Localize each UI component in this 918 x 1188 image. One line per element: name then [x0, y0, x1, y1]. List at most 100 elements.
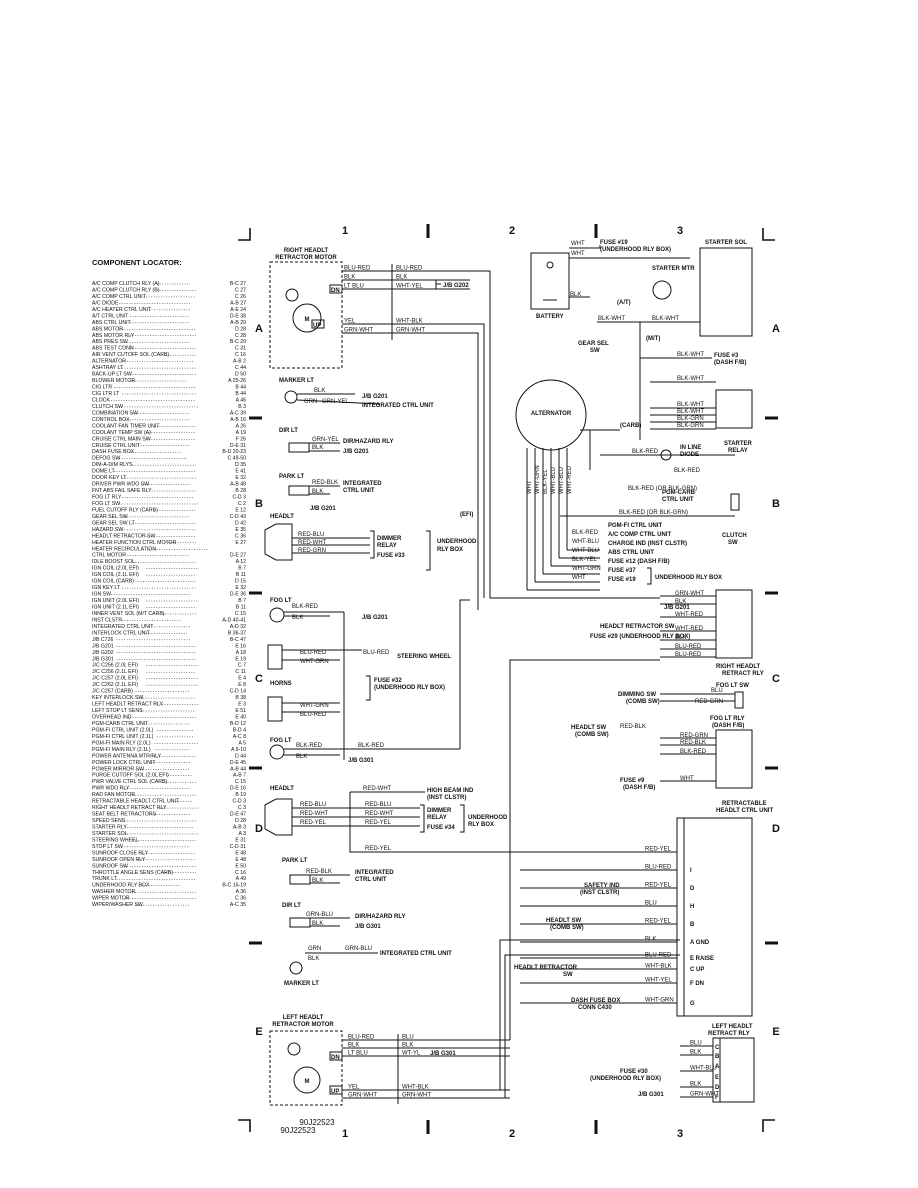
locator-entry-grid: B 3	[238, 404, 246, 410]
row-label-left: E	[255, 1026, 262, 1038]
row-tick	[765, 416, 778, 420]
pin-label-dn: DN	[331, 288, 340, 294]
locator-entry-name: CTRL MOTOR	[92, 553, 126, 559]
locator-entry-name: ABS CTRL UNIT	[92, 320, 132, 326]
locator-entry-name: RIGHT HEADLT RETRACT RLY	[92, 805, 167, 811]
wire-label: RED-WHT	[300, 811, 329, 817]
dir-lamp-lower	[289, 917, 311, 928]
diode-label: IN LINE	[680, 445, 701, 451]
locator-entry-name: ABS MOTOR	[92, 326, 123, 332]
wire-label: BLK	[314, 388, 325, 394]
battery	[530, 252, 570, 310]
wire	[460, 804, 465, 833]
locator-entry-grid: C-D 3	[232, 799, 246, 805]
wire-label: BLK	[690, 1082, 701, 1088]
locator-entry-grid: C 31	[235, 346, 246, 352]
row-tick	[765, 941, 778, 945]
pin-dn	[329, 284, 343, 294]
wire-label: WHT	[571, 251, 585, 257]
locator-entry-name: A/C HEATER CTRL UNIT	[92, 307, 152, 313]
locator-entry-grid: D-E 36	[230, 592, 246, 598]
horn-upper	[267, 644, 283, 670]
locator-entry-name: SUNROOF SW	[92, 863, 128, 869]
wire-label: GRN-BLU	[306, 912, 333, 918]
wire	[499, 939, 680, 1090]
wire-label: BLU-RED	[300, 712, 327, 718]
right-motor-cam	[285, 288, 299, 302]
wire	[569, 245, 601, 249]
wire	[459, 599, 470, 749]
wire	[296, 399, 381, 405]
fuse-label: FUSE #32	[374, 678, 402, 684]
locator-entry-name: J/B G301	[92, 656, 114, 662]
left-motor-cam	[287, 1042, 301, 1056]
integrated-label: CTRL UNIT	[343, 488, 375, 494]
locator-entry-name: SEAT BELT RETRACTORS	[92, 812, 157, 818]
wire-label: BLK	[396, 275, 407, 281]
starter-relay-box	[699, 247, 753, 337]
jb-label: J/B G201	[310, 506, 336, 512]
jb-label: J/B G201	[343, 449, 369, 455]
dimming-sw-label: DIMMING SW	[618, 692, 656, 698]
locator-entry-grid: A 36	[236, 889, 246, 895]
wire-label: BLK	[344, 275, 355, 281]
dimmer-relay-label: DIMMER	[377, 536, 402, 542]
wire-label: WHT-GRN	[300, 659, 329, 665]
ctrl-unit-label: HEADLT CTRL UNIT	[716, 808, 773, 814]
fuse30-label: FUSE #30	[620, 1069, 648, 1075]
wire	[762, 228, 775, 241]
locator-entry-name: ABS PRES SW	[92, 339, 128, 345]
jb-label: J/B G201	[362, 394, 388, 400]
locator-entry-grid: C 49-50	[228, 456, 247, 462]
locator-entry-grid: C 36	[235, 533, 246, 539]
locator-entry-grid: D 35	[235, 462, 246, 468]
locator-entry-name: PWR WDO RLY	[92, 786, 130, 792]
locator-entry-grid: B-C 27	[230, 281, 246, 287]
wire-label: BLK-WHT	[677, 376, 704, 382]
wire-label: WHT-YEL	[645, 978, 672, 984]
locator-entry-grid: C 15	[235, 611, 246, 617]
alternator-wire-label: WHT-RED	[567, 465, 573, 494]
underhood-label: RLY BOX	[437, 547, 463, 553]
right-relay-label: RIGHT HEADLT	[716, 664, 761, 670]
locator-entry-name: DOOR KEY LT	[92, 475, 127, 481]
locator-entry-grid: A-D 40-41	[222, 617, 246, 623]
locator-entry-grid: A-E 24	[230, 307, 246, 313]
wire-label: WHT-YEL	[396, 284, 423, 290]
starter-mtr-label: STARTER MTR	[652, 266, 695, 272]
wire-label: GRN-YEL	[312, 437, 339, 443]
circuit-drawing	[264, 245, 755, 1106]
dir-hazard-label: DIR/HAZARD RLY	[355, 914, 405, 920]
wire-label: RED-BLK	[306, 869, 332, 875]
wire-label: BLU-RED	[344, 266, 371, 272]
left-pin-label: C	[715, 1045, 720, 1051]
wire-label: GRN-WHT	[402, 1093, 431, 1099]
wire-label: BLU-RED	[348, 1035, 375, 1041]
alternator-wire-label: WHT-BLU	[551, 467, 557, 494]
wire	[504, 954, 680, 1098]
locator-entry-grid: A-D 32	[230, 624, 246, 630]
wire-label: RED-YEL	[645, 919, 672, 925]
ctrl-pin-label: G	[690, 1001, 695, 1007]
wire-label: BLK-GRN	[677, 423, 704, 429]
park-lamp	[288, 485, 310, 496]
jb-label: J/B G301	[430, 1051, 456, 1057]
wire-label: BLK	[308, 956, 319, 962]
wire-label: RED-BLK	[312, 480, 338, 486]
row-tick	[249, 941, 262, 945]
locator-entry-grid: B-D 4	[233, 727, 246, 733]
locator-entry-grid: D-E 38	[230, 313, 246, 319]
column-label-top: 1	[342, 225, 348, 237]
locator-entry-name: ABS TEST CONN	[92, 346, 134, 352]
locator-entry-name: BLOWER MOTOR	[92, 378, 135, 384]
wire	[420, 804, 425, 833]
locator-entry-grid: D-E 31	[230, 443, 246, 449]
wire-label: WHT-BLU	[572, 539, 599, 545]
locator-entry-grid: B 19	[235, 792, 246, 798]
locator-entry-name: IGN COIL (CARB)	[92, 579, 134, 585]
wire-label: WHT-BLU	[572, 548, 599, 554]
locator-entry-grid: E 3	[238, 702, 246, 708]
locator-entry-name: A/C COMP CLUTCH RLY (B)	[92, 287, 160, 293]
fog-relay-label: FOG LT RLY	[710, 716, 745, 722]
fog-lt-title-lower: FOG LT	[270, 738, 292, 744]
